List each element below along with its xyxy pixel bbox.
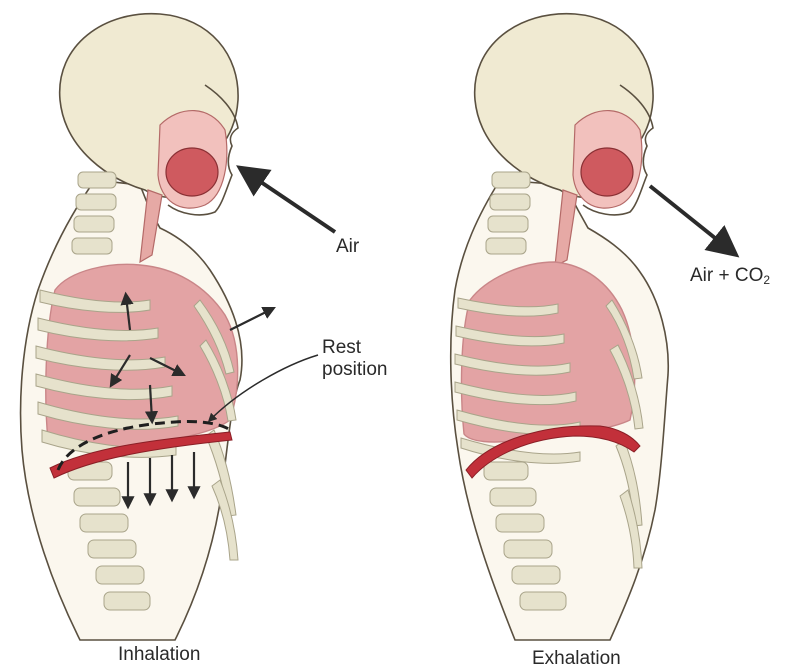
exhalation-figure — [451, 14, 730, 640]
air-inflow-arrow — [246, 172, 335, 232]
air-label: Air — [336, 236, 359, 258]
inhalation-mouth — [166, 148, 218, 196]
air-co2-label-text: Air + CO — [690, 265, 763, 286]
exhalation-mouth — [581, 148, 633, 196]
exhalation-caption: Exhalation — [532, 648, 621, 670]
rest-position-label-line1: Rest — [322, 337, 388, 359]
rest-position-label: Rest position — [322, 337, 388, 381]
air-co2-label: Air + CO2 — [690, 265, 770, 288]
co2-subscript: 2 — [763, 273, 770, 287]
exhalation-lung — [462, 262, 635, 442]
air-outflow-arrow — [650, 186, 730, 250]
inhalation-caption: Inhalation — [118, 644, 200, 666]
inhalation-figure — [21, 14, 335, 640]
rest-position-label-line2: position — [322, 359, 388, 381]
